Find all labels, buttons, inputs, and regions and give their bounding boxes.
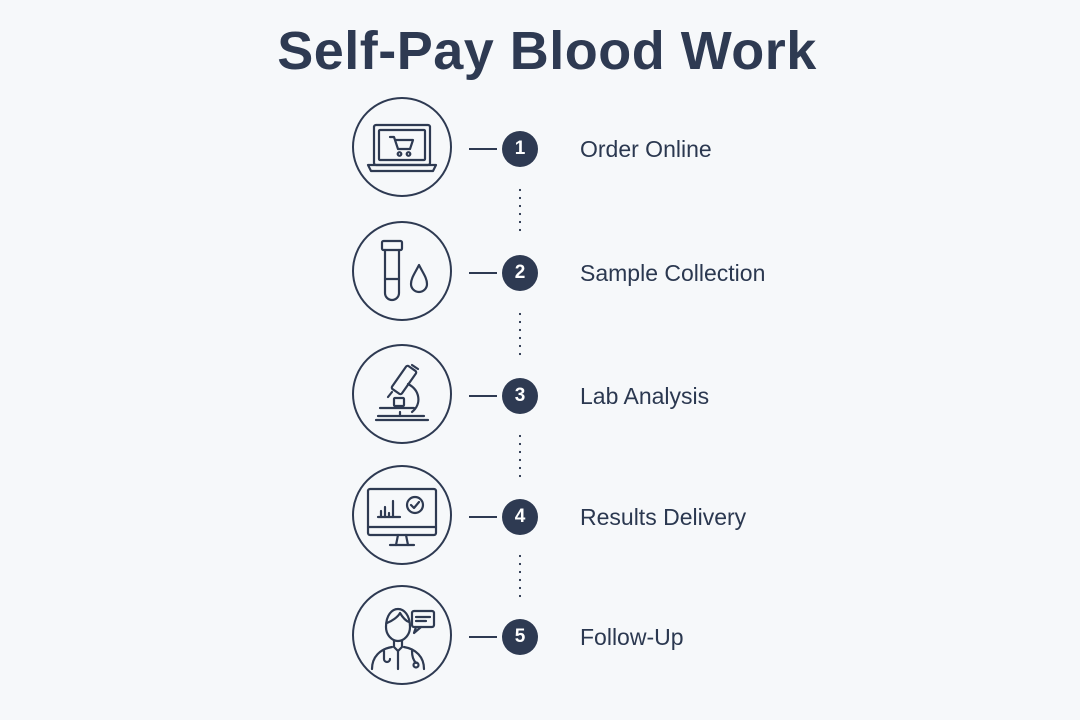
- connector-line: [469, 272, 497, 274]
- dotted-connector: [519, 310, 521, 356]
- page-title: Self-Pay Blood Work: [277, 21, 817, 81]
- step-number-badge: 1: [502, 131, 538, 167]
- connector-line: [469, 395, 497, 397]
- step-number-badge: 4: [502, 499, 538, 535]
- laptop-cart-icon: [352, 97, 452, 197]
- step-number-badge: 5: [502, 619, 538, 655]
- connector-line: [469, 148, 497, 150]
- step-label: Results Delivery: [580, 504, 747, 530]
- step-number-badge: 2: [502, 255, 538, 291]
- monitor-chart-check-icon: [352, 465, 452, 565]
- dotted-connector: [519, 552, 521, 598]
- step-label: Order Online: [580, 136, 712, 162]
- dotted-connector: [519, 432, 521, 478]
- microscope-icon: [352, 344, 452, 444]
- step-label: Follow-Up: [580, 624, 684, 650]
- connector-line: [469, 516, 497, 518]
- step-number-badge: 3: [502, 378, 538, 414]
- test-tube-droplet-icon: [352, 221, 452, 321]
- step-label: Lab Analysis: [580, 383, 710, 409]
- doctor-chat-icon: [352, 585, 452, 685]
- step-label: Sample Collection: [580, 260, 766, 286]
- dotted-connector: [519, 186, 521, 232]
- connector-line: [469, 636, 497, 638]
